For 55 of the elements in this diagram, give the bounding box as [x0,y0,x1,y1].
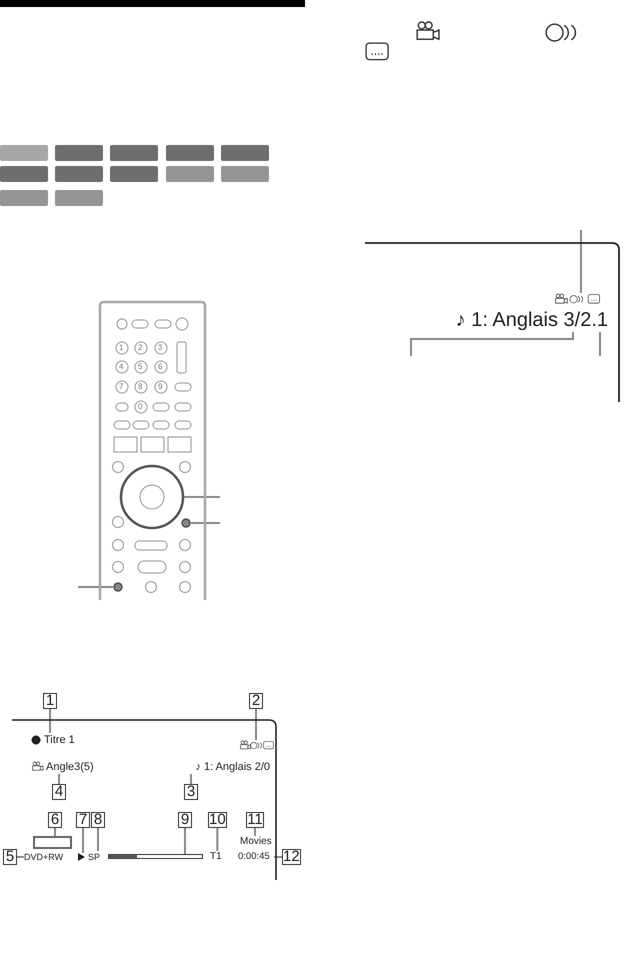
key-label: 5 [138,362,142,372]
key-label: 9 [158,382,162,392]
callout-number: 1 [43,693,57,709]
leader-line [49,709,51,733]
leader-line [599,332,601,356]
leader-line [54,828,56,836]
navigation-ring [120,465,184,529]
audio-text: ♪ 1: Anglais 2/0 [150,760,270,774]
leader-line [82,828,84,853]
leader-line [184,828,186,854]
key-label: 4 [119,362,124,372]
callout-number: 10 [208,812,227,828]
key-label: 0 [138,402,142,412]
remote-button [113,582,123,592]
callout-number: 4 [52,784,66,800]
indicator-frame [33,836,72,849]
key-label: 8 [138,382,142,392]
callout-number: 8 [91,812,105,828]
key-label: 3 [158,343,162,353]
callout-number: 12 [282,849,301,865]
leader-line [255,709,257,740]
play-icon [78,853,85,861]
leader-line [580,230,582,293]
leader-line [254,828,256,836]
key-label: 2 [138,343,142,353]
callout-number: 9 [178,812,192,828]
leader-line [184,496,220,498]
callout-number: 3 [184,784,198,800]
audio-text: ♪ 1: Anglais 3/2.1 [368,308,608,332]
genre-text: Movies [240,836,274,848]
key-label: 7 [119,382,124,392]
title-text: Titre 1 [44,733,84,747]
leader-line [17,856,24,858]
leader-line [410,332,574,356]
title-number-text: T1 [210,851,224,863]
disc-type-text: DVD+RW [24,851,64,863]
leader-line [216,828,218,851]
leader-line [58,774,60,784]
leader-line [190,774,192,784]
callout-number: 5 [3,849,17,865]
recording-mode-text: SP [88,851,102,863]
status-icon [240,740,274,752]
callout-number: 11 [246,812,264,828]
angle-text: Angle3(5) [46,760,100,774]
key-label: 6 [158,362,162,372]
leader-line [97,828,99,851]
callout-number: 6 [48,812,62,828]
key-label: 1 [119,343,124,353]
leader-line [78,586,113,588]
callout-number: 7 [76,812,90,828]
progress-bar [108,854,203,859]
leader-line [191,522,220,524]
callout-number: 2 [249,693,263,709]
time-text: 0:00:45 [238,851,274,863]
remote-button [181,518,191,528]
